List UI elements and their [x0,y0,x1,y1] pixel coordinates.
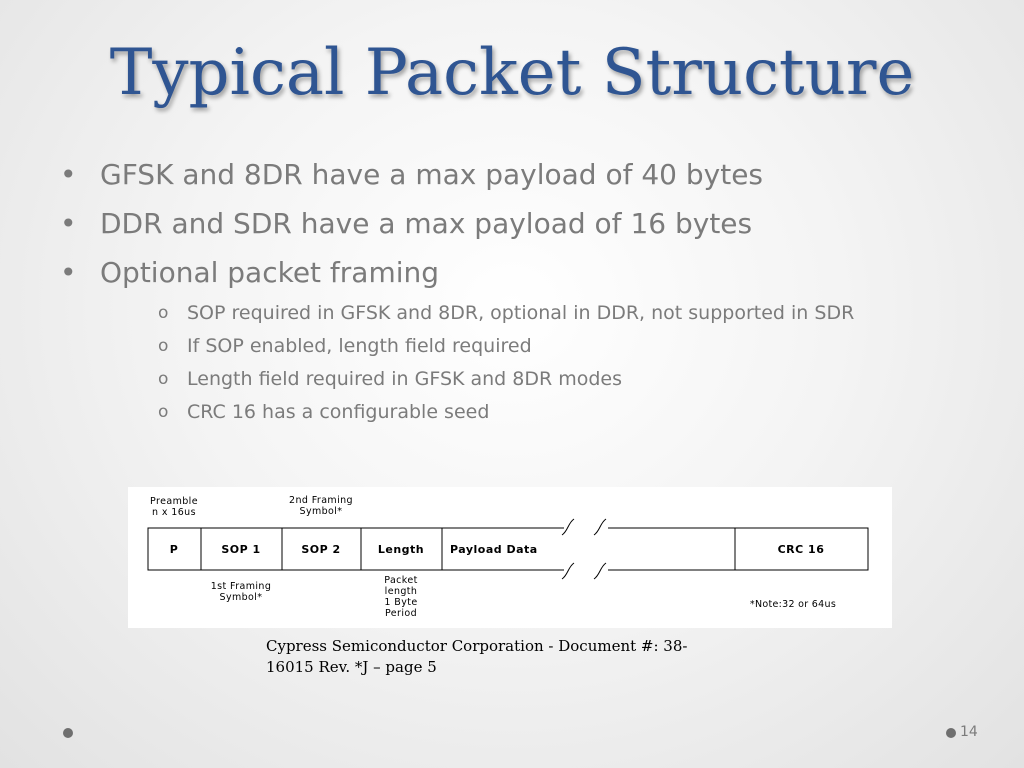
field-payload-data: Payload Data [450,543,538,556]
packet-structure-svg: P SOP 1 SOP 2 Length Payload Data CRC 16… [147,495,869,619]
field-length: Length [378,543,424,556]
bullet-item: GFSK and 8DR have a max payload of 40 by… [58,150,998,199]
bullet-list: GFSK and 8DR have a max payload of 40 by… [58,150,998,429]
diagram-footnote: *Note:32 or 64us [750,599,836,610]
slide-title: Typical Packet Structure [109,36,915,110]
sub-bullet-item: CRC 16 has a configurable seed [100,396,998,429]
packet-structure-diagram: P SOP 1 SOP 2 Length Payload Data CRC 16… [128,487,892,628]
footer-dot-right [946,728,956,738]
source-caption: Cypress Semiconductor Corporation - Docu… [266,637,688,676]
packet-length-note-line: length [385,586,418,597]
field-sop2: SOP 2 [301,543,340,556]
second-framing-note-line: 2nd Framing [289,495,353,506]
page-number: 14 [960,724,978,740]
first-framing-note-line: 1st Framing [211,581,272,592]
packet-length-note-line: Period [385,608,417,619]
preamble-note-line: n x 16us [152,507,196,518]
sub-bullet-item: SOP required in GFSK and 8DR, optional i… [100,297,998,330]
break-mark-icon [561,562,575,580]
packet-frame [147,527,869,571]
bullet-item-label: Optional packet framing [100,256,440,289]
sub-bullet-list: SOP required in GFSK and 8DR, optional i… [100,297,998,429]
break-mark-icon [561,518,575,536]
field-crc16: CRC 16 [778,543,825,556]
second-framing-note-line: Symbol* [300,506,343,517]
sub-bullet-item: If SOP enabled, length field required [100,330,998,363]
preamble-note-line: Preamble [150,496,198,507]
packet-length-note-line: Packet [384,575,417,586]
break-mark-icon [593,562,607,580]
field-p: P [170,543,179,556]
footer-dot-left [63,728,73,738]
first-framing-note-line: Symbol* [220,592,263,603]
sub-bullet-item: Length field required in GFSK and 8DR mo… [100,363,998,396]
field-sop1: SOP 1 [221,543,260,556]
packet-length-note-line: 1 Byte [384,597,417,608]
break-mark-icon [593,518,607,536]
bullet-item: DDR and SDR have a max payload of 16 byt… [58,199,998,248]
bullet-item: Optional packet framing SOP required in … [58,248,998,429]
